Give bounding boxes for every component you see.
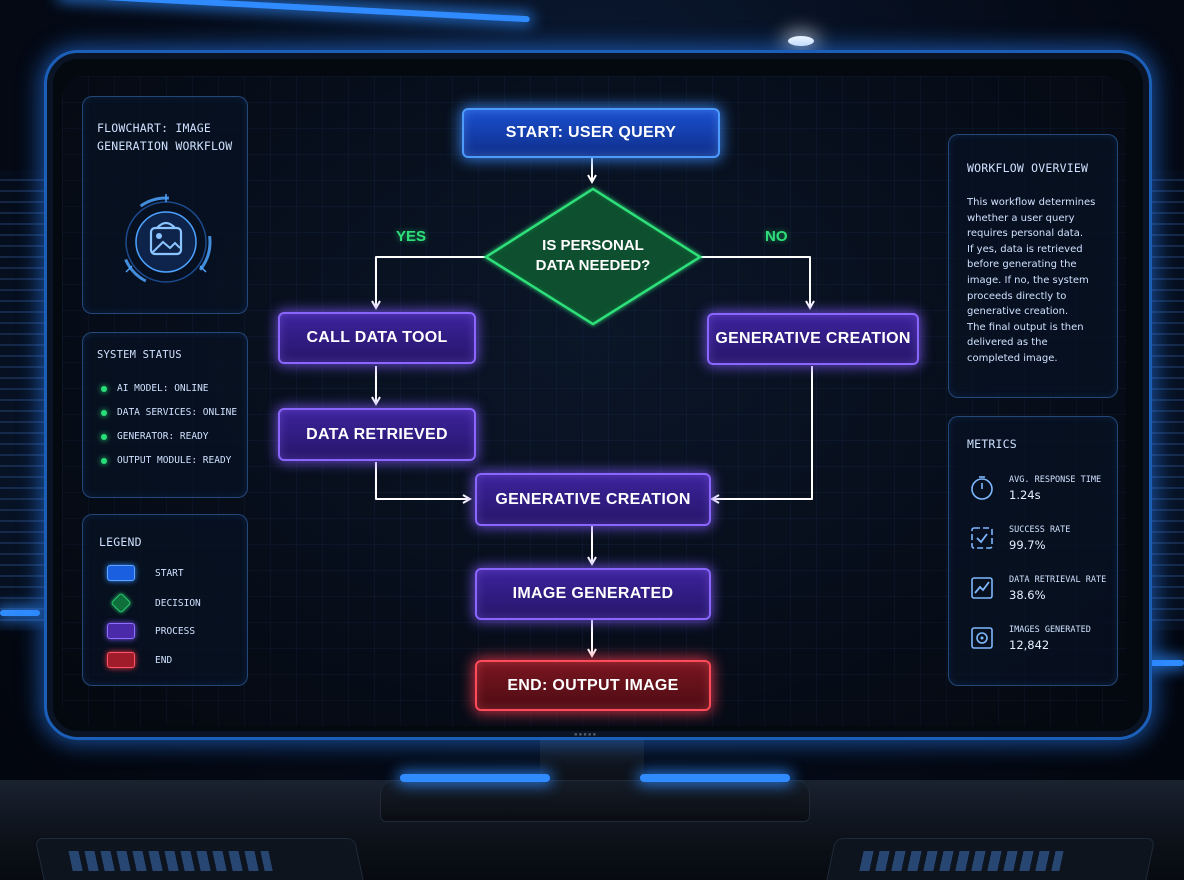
decision-diamond [483,187,703,326]
legend-swatch-process [107,623,135,639]
metric-text: DATA RETRIEVAL RATE 38.6% [1009,575,1106,602]
metric-text: SUCCESS RATE 99.7% [1009,525,1070,552]
flow-node-generative-creation-right[interactable]: GENERATIVE CREATION [707,313,919,365]
status-dot [101,457,107,464]
metric-value: 1.24s [1009,488,1041,502]
keyboard-keys [68,851,273,871]
status-label: DATA SERVICES: ONLINE [117,407,238,418]
status-dot [101,385,107,392]
legend-swatch-start [107,565,135,581]
ceiling-light [788,36,814,46]
decision-line-2: DATA NEEDED? [535,257,651,274]
status-item: DATA SERVICES: ONLINE [101,407,237,418]
flow-node-image-generated[interactable]: IMAGE GENERATED [475,568,711,620]
legend-item-end: END [107,652,172,668]
keyboard-left [34,838,366,880]
image-frame-icon [971,627,993,649]
system-status-title: SYSTEM STATUS [97,349,182,361]
success-target-icon [971,527,993,549]
monitor-brand-mark: ▪▪▪▪▪ [574,731,598,738]
flow-node-generative-creation-center[interactable]: GENERATIVE CREATION [475,473,711,526]
metric-text: AVG. RESPONSE TIME 1.24s [1009,475,1101,502]
monitor-stand-base [380,780,810,822]
decision-label[interactable]: IS PERSONAL DATA NEEDED? [503,236,683,276]
workflow-overview-title: WORKFLOW OVERVIEW [967,161,1089,175]
title-panel: FLOWCHART: IMAGE GENERATION WORKFLOW [82,96,248,314]
status-dot [101,433,107,440]
metric-item: DATA RETRIEVAL RATE 38.6% [969,575,1106,602]
flow-node-call-data-tool[interactable]: CALL DATA TOOL [278,312,476,364]
metrics-title: METRICS [967,437,1017,451]
legend-item-process: PROCESS [107,623,195,639]
flow-node-start[interactable]: START: USER QUERY [462,108,720,158]
overview-line: proceeds directly to [967,290,1067,302]
stopwatch-icon [971,476,993,500]
metric-value: 99.7% [1009,538,1046,552]
overview-line: This workflow determines [967,197,1096,208]
legend-label: PROCESS [155,625,196,637]
decision-line-1: IS PERSONAL [542,237,644,254]
metric-label: SUCCESS RATE [1009,525,1071,535]
legend-title: LEGEND [99,535,142,549]
legend-item-decision: DECISION [107,592,201,614]
keyboard-keys [859,851,1064,871]
wall-light-strip-left [0,610,40,616]
legend-label: START [155,567,184,579]
metric-item: AVG. RESPONSE TIME 1.24s [969,475,1101,502]
metrics-panel: METRICS AVG. RESPONSE TIME 1.24s SUCCESS… [948,416,1118,686]
metric-text: IMAGES GENERATED 12,842 [1009,625,1091,652]
arrow-retrieved-to-generative [375,462,470,499]
metric-item: SUCCESS RATE 99.7% [969,525,1070,552]
keyboard-right [824,838,1156,880]
arrow-no-branch [700,256,810,308]
status-label: GENERATOR: READY [117,431,209,442]
legend-swatch-end [107,652,135,668]
status-dot [101,409,107,416]
metric-label: IMAGES GENERATED [1009,625,1091,635]
overview-line: requires personal data. [967,228,1084,240]
flow-connectors [62,158,1126,726]
system-status-panel: SYSTEM STATUS AI MODEL: ONLINE DATA SERV… [82,332,248,498]
chart-up-icon [971,577,993,599]
stand-light-right [640,774,790,782]
overview-line: image. If no, the system [967,274,1089,286]
metric-label: DATA RETRIEVAL RATE [1009,575,1107,585]
metric-value: 38.6% [1009,588,1046,602]
overview-line: before generating the [967,259,1077,271]
status-item: OUTPUT MODULE: READY [101,455,231,466]
workflow-overview-text: This workflow determines whether a user … [967,195,1095,367]
screen: FLOWCHART: IMAGE GENERATION WORKFLOW SYS… [62,76,1126,726]
wall-light-strip-right [1150,660,1184,666]
overview-line: whether a user query [967,212,1075,224]
legend-panel: LEGEND START DECISION PROCESS END [82,514,248,686]
overview-line: generative creation. [967,306,1069,318]
flow-node-data-retrieved[interactable]: DATA RETRIEVED [278,408,476,461]
status-label: AI MODEL: ONLINE [117,383,209,394]
overview-line: If yes, data is retrieved [967,243,1083,255]
status-item: GENERATOR: READY [101,431,209,442]
workflow-overview-panel: WORKFLOW OVERVIEW This workflow determin… [948,134,1118,398]
overview-line: delivered as the [967,337,1048,349]
metric-value: 12,842 [1009,638,1050,652]
overview-line: completed image. [967,352,1058,364]
status-item: AI MODEL: ONLINE [101,383,209,394]
overview-line: The final output is then [967,321,1084,333]
metric-label: AVG. RESPONSE TIME [1009,475,1102,485]
status-label: OUTPUT MODULE: READY [117,455,232,466]
stand-light-left [400,774,550,782]
image-gallery-icon [120,194,212,288]
arrow-generative-right-to-center [712,366,813,499]
yes-label: YES [396,228,427,245]
legend-label: END [155,654,173,666]
flow-node-end[interactable]: END: OUTPUT IMAGE [475,660,711,711]
arrow-yes-branch [376,256,486,308]
legend-label: DECISION [155,597,201,609]
metric-item: IMAGES GENERATED 12,842 [969,625,1091,652]
dashboard-title: FLOWCHART: IMAGE GENERATION WORKFLOW [97,121,233,153]
no-label: NO [765,228,788,245]
legend-item-start: START [107,565,184,581]
